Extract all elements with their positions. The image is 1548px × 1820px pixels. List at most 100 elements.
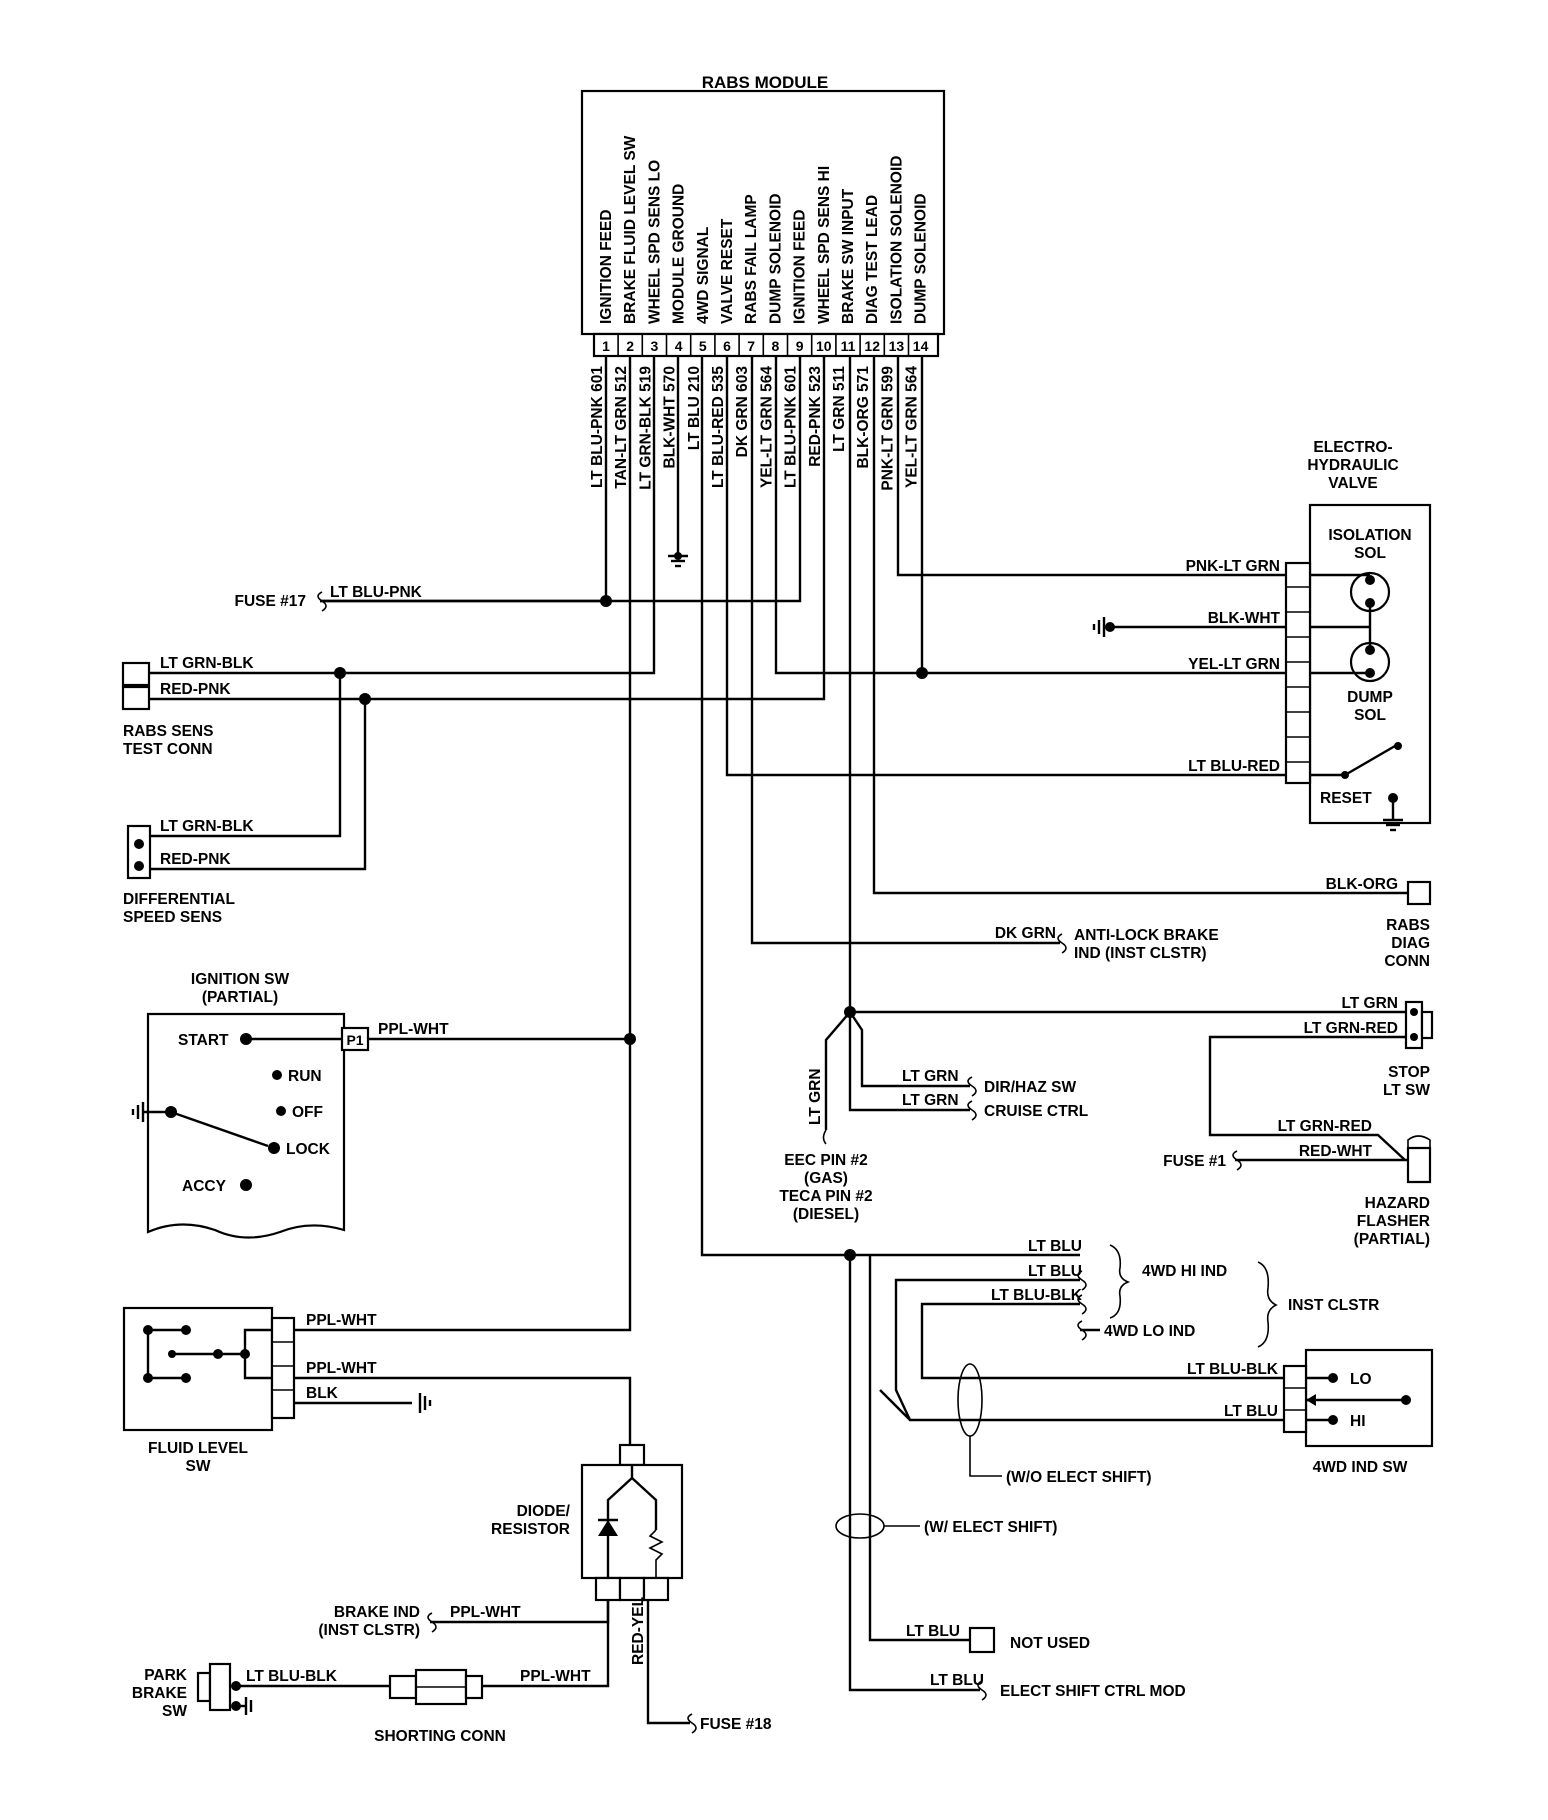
module-pin-6: 6 (723, 338, 731, 354)
stop-lt-label-1: STOP (1388, 1064, 1430, 1081)
park-brake-sw: PARK BRAKE SW (132, 1662, 253, 1720)
wl-pnk-lt-grn: PNK-LT GRN (1186, 558, 1280, 575)
wl-lt-grn-dir: LT GRN (902, 1068, 959, 1085)
module-function-1: IGNITION FEED (598, 209, 615, 324)
module-wire-label-7: DK GRN 603 (734, 366, 751, 458)
park-brake-label-3: SW (162, 1703, 187, 1720)
reset-switch-icon (1344, 744, 1396, 777)
wl-lt-blu-esc: LT BLU (930, 1672, 984, 1689)
module-pin-9: 9 (796, 338, 804, 354)
fuse1-connector-icon (1232, 1150, 1242, 1171)
module-pin-8: 8 (772, 338, 780, 354)
wl-ppl-wht-ign: PPL-WHT (378, 1021, 449, 1038)
wl-ppl-wht-short: PPL-WHT (520, 1668, 591, 1685)
brake-ind-connector-icon (427, 1612, 437, 1633)
module-function-13: ISOLATION SOLENOID (888, 156, 905, 325)
module-function-9: IGNITION FEED (792, 209, 809, 324)
module-pin-7: 7 (747, 338, 755, 354)
wire-labels: LT BLU-PNK PNK-LT GRN BLK-WHT YEL-LT GRN… (160, 558, 1398, 1689)
wo-elect-shift-ellipse (957, 1363, 983, 1437)
rabs-diag-conn: RABS DIAG CONN (1384, 880, 1432, 970)
wire-pin3 (150, 356, 656, 675)
ehv-title-2: HYDRAULIC (1307, 457, 1398, 474)
wire-fluid-pplwht1 (285, 1039, 632, 1332)
wl-red-yel: RED-YEL (630, 1597, 647, 1665)
wl-red-pnk-2: RED-PNK (160, 851, 231, 868)
wire-pin12 (872, 356, 1408, 895)
module-function-14: DUMP SOLENOID (913, 193, 930, 324)
wire-pin7 (750, 356, 1060, 945)
module-wire-label-8: YEL-LT GRN 564 (758, 366, 775, 488)
wl-red-wht-haz: RED-WHT (1299, 1143, 1373, 1160)
wl-red-pnk-1: RED-PNK (160, 681, 231, 698)
hazard-label-2: FLASHER (1357, 1213, 1430, 1230)
fuse17-label: FUSE #17 (234, 593, 306, 610)
module-function-8: DUMP SOLENOID (767, 193, 784, 324)
shorting-conn-label: SHORTING CONN (374, 1728, 506, 1745)
module-function-10: WHEEL SPD SENS HI (816, 166, 833, 324)
wl-lt-grn-red-haz: LT GRN-RED (1278, 1118, 1372, 1135)
module-pin-13: 13 (889, 338, 905, 354)
diff-sens-label-2: SPEED SENS (123, 909, 222, 926)
wl-ppl-wht-brake: PPL-WHT (450, 1604, 521, 1621)
wo-elect-shift-label: (W/O ELECT SHIFT) (1006, 1469, 1152, 1486)
anti-lock-label-1: ANTI-LOCK BRAKE (1074, 927, 1219, 944)
wire-pin5 (700, 356, 850, 1257)
ign-sw-label-2: (PARTIAL) (202, 989, 278, 1006)
fwd-ind-sw: LO HI 4WD IND SW (1282, 1348, 1434, 1476)
module-pin-14: 14 (913, 338, 929, 354)
fluid-level-label-2: SW (186, 1458, 211, 1475)
module-wire-label-12: BLK-ORG 571 (855, 366, 872, 469)
module-function-5: 4WD SIGNAL (695, 227, 712, 324)
isolation-sol-label-1: ISOLATION (1328, 527, 1411, 544)
eec-label-3: TECA PIN #2 (779, 1188, 872, 1205)
wl-lt-blu-red: LT BLU-RED (1188, 758, 1280, 775)
module-wire-label-10: RED-PNK 523 (807, 366, 824, 467)
wire-diff-redpnk (150, 699, 367, 871)
fluid-level-sw: FLUID LEVEL SW (122, 1306, 296, 1475)
anti-lock-label-2: IND (INST CLSTR) (1074, 945, 1207, 962)
wl-lt-grn-eec: LT GRN (807, 1068, 824, 1125)
module-pin-2: 2 (626, 338, 634, 354)
park-brake-label-1: PARK (144, 1667, 188, 1684)
wl-lt-blu-blk-sw: LT BLU-BLK (1187, 1361, 1279, 1378)
wl-lt-blu-notused: LT BLU (906, 1623, 960, 1640)
module-pin-5: 5 (699, 338, 707, 354)
module-wire-label-14: YEL-LT GRN 564 (904, 366, 921, 488)
wl-lt-grn-red-stop: LT GRN-RED (1304, 1020, 1398, 1037)
not-used-label: NOT USED (1010, 1635, 1090, 1652)
wl-lt-grn-blk-2: LT GRN-BLK (160, 818, 254, 835)
wl-lt-blu-pnk: LT BLU-PNK (330, 584, 423, 601)
wl-blk-org: BLK-ORG (1326, 876, 1398, 893)
wire-hi1 (894, 1278, 1284, 1422)
splice-grnblk (334, 667, 346, 679)
rabs-module-title: RABS MODULE (702, 73, 829, 92)
module-wire-label-4: BLK-WHT 570 (662, 366, 679, 468)
wl-blk-wht: BLK-WHT (1208, 610, 1281, 627)
wire-pin10 (150, 356, 826, 701)
fuse1-label: FUSE #1 (1163, 1153, 1226, 1170)
junction-dots (334, 552, 1115, 1261)
wire-pin13 (896, 356, 1290, 577)
module-function-4: MODULE GROUND (671, 184, 688, 324)
splice-redpnk (359, 693, 371, 705)
module-wire-label-13: PNK-LT GRN 599 (879, 366, 896, 491)
esc-label: ELECT SHIFT CTRL MOD (1000, 1683, 1186, 1700)
fwd-ind-sw-label: 4WD IND SW (1313, 1459, 1408, 1476)
diff-sens-label-1: DIFFERENTIAL (123, 891, 235, 908)
ign-off: OFF (292, 1104, 323, 1121)
splice-fuse17 (600, 595, 612, 607)
wl-lt-blu-blk-lo: LT BLU-BLK (991, 1287, 1083, 1304)
wire-red-yel (646, 1600, 690, 1725)
wl-lt-blu-blk-park: LT BLU-BLK (246, 1668, 338, 1685)
module-function-12: DIAG TEST LEAD (864, 195, 881, 324)
splice-dump (916, 667, 928, 679)
wl-lt-grn-stop: LT GRN (1341, 995, 1398, 1012)
anti-lock-connector-icon (1057, 933, 1067, 954)
wire-hazard-grnred (1208, 1035, 1408, 1161)
module-wire-label-11: LT GRN 511 (831, 366, 848, 452)
ign-switch-blade (170, 1110, 269, 1148)
stop-lt-label-2: LT SW (1383, 1082, 1430, 1099)
